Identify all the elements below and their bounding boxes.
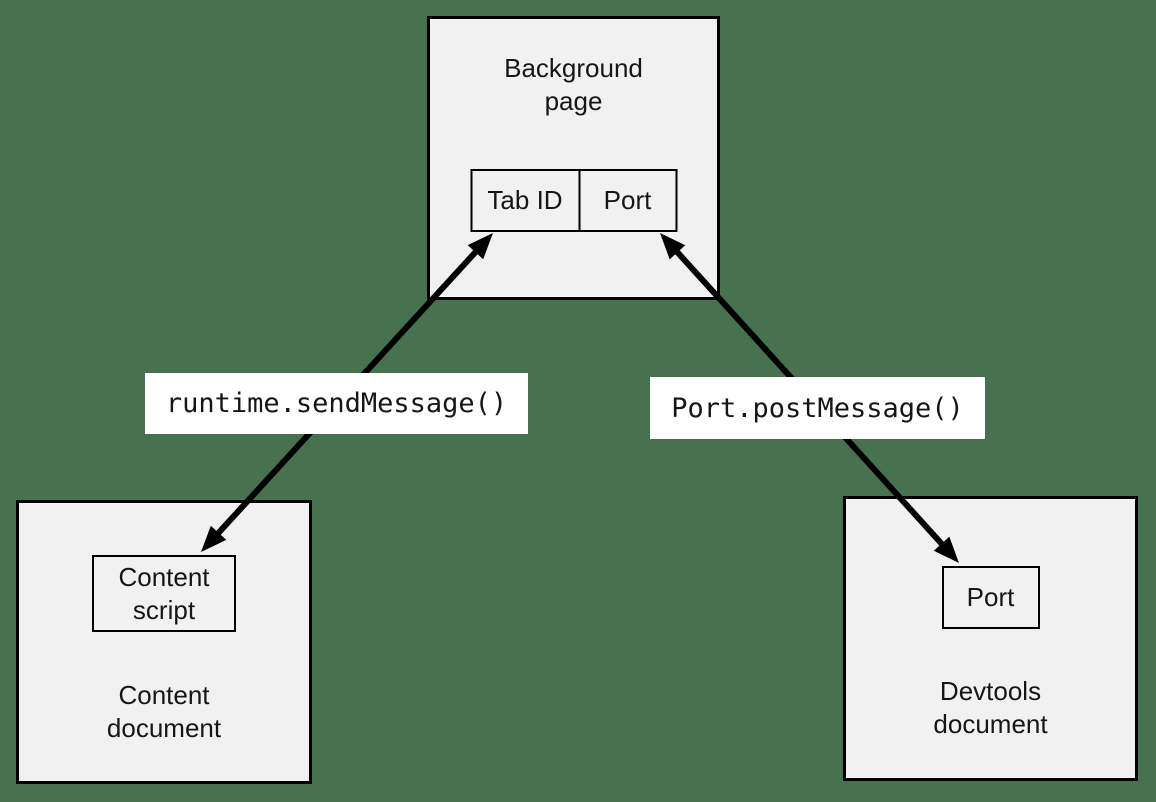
node-content-document: Content script Content document bbox=[16, 500, 312, 784]
edge-label-port-postmessage: Port.postMessage() bbox=[650, 377, 985, 439]
tab-port-table: Tab ID Port bbox=[470, 169, 677, 232]
cell-port: Port bbox=[578, 171, 675, 230]
content-script-box: Content script bbox=[92, 555, 236, 632]
node-devtools-document: Port Devtools document bbox=[843, 496, 1138, 781]
devtools-port-box: Port bbox=[941, 566, 1040, 629]
edge-label-runtime-sendmessage: runtime.sendMessage() bbox=[145, 373, 528, 434]
cell-tab-id: Tab ID bbox=[472, 171, 578, 230]
background-page-title: Background page bbox=[504, 53, 643, 116]
node-background-page: Background page Tab ID Port bbox=[427, 16, 720, 300]
devtools-document-title: Devtools document bbox=[933, 676, 1048, 739]
content-document-title: Content document bbox=[106, 680, 222, 743]
